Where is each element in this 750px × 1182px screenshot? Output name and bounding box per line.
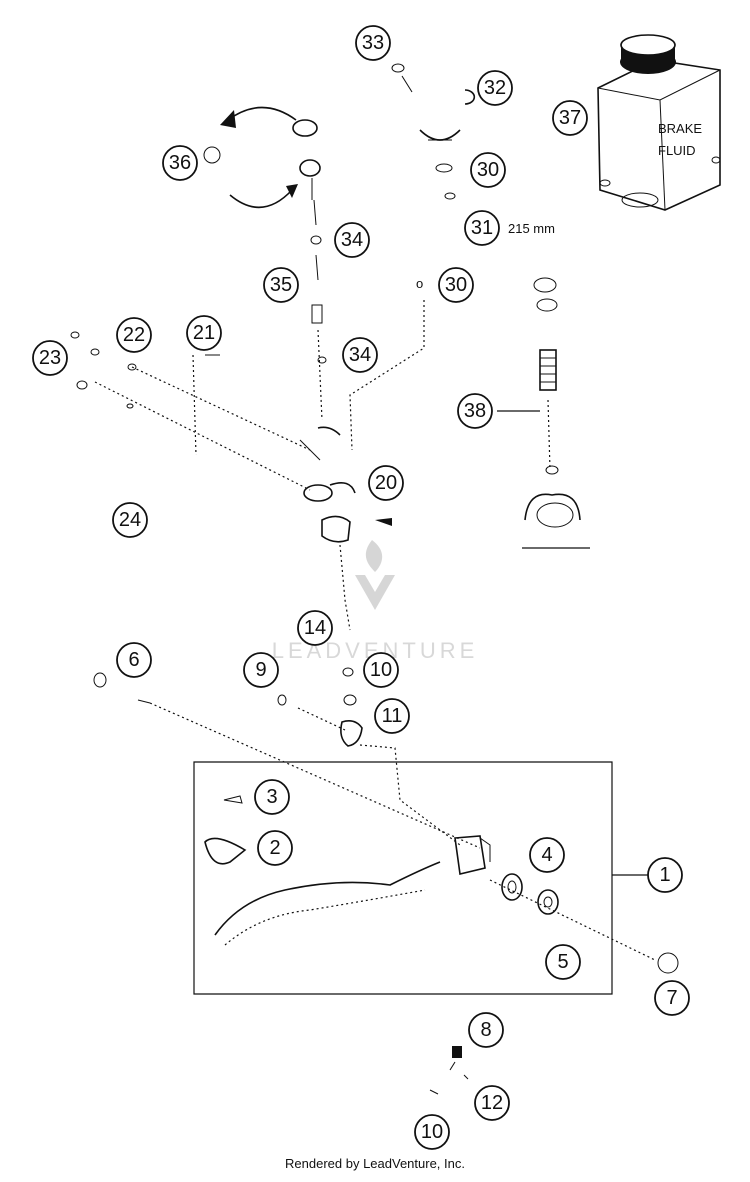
callout-22: 22 [116,317,152,353]
svg-text:31: 31 [471,217,493,239]
upper-hose: o [299,199,425,461]
svg-text:4: 4 [541,844,552,866]
callout-36: 36 [162,145,198,181]
reservoir-label-2: FLUID [658,143,696,158]
callout-8: 8 [468,1012,504,1048]
reservoir-label-1: BRAKE [658,121,702,136]
callout-7: 7 [654,980,690,1016]
svg-text:20: 20 [375,472,397,494]
kit-frame [193,761,648,995]
callout-35: 35 [263,267,299,303]
callout-31: 31 [464,210,500,246]
svg-text:30: 30 [477,159,499,181]
svg-text:1: 1 [659,864,670,886]
svg-text:12: 12 [481,1092,503,1114]
svg-text:8: 8 [480,1019,491,1041]
bottom-hardware [429,1046,469,1095]
callout-14: 14 [297,610,333,646]
svg-text:34: 34 [349,344,371,366]
svg-text:30: 30 [445,274,467,296]
callout-24: 24 [112,502,148,538]
svg-text:34: 34 [341,229,363,251]
callout-10: 10 [414,1114,450,1150]
callout-30: 30 [470,152,506,188]
callout-21: 21 [186,315,222,351]
callout-6: 6 [116,642,152,678]
callout-9: 9 [243,652,279,688]
seals [501,873,679,974]
svg-text:33: 33 [362,32,384,54]
callout-32: 32 [477,70,513,106]
svg-text:7: 7 [666,987,677,1009]
callout-34: 34 [342,337,378,373]
callout-33: 33 [355,25,391,61]
callout-12: 12 [474,1085,510,1121]
svg-text:6: 6 [128,649,139,671]
svg-text:36: 36 [169,152,191,174]
svg-text:9: 9 [255,659,266,681]
hose-fittings [277,667,461,846]
watermark-logo: LEADVENTURE [272,540,474,663]
svg-text:32: 32 [484,77,506,99]
svg-text:35: 35 [270,274,292,296]
callout-30: 30 [438,267,474,303]
callout-37: 37 [552,100,588,136]
footer-credit: Rendered by LeadVenture, Inc. [285,1156,465,1171]
callout-5: 5 [545,944,581,980]
svg-text:11: 11 [382,705,403,727]
master-cylinder [204,795,656,961]
svg-text:23: 23 [39,347,61,369]
callout-23: 23 [32,340,68,376]
callout-34: 34 [334,222,370,258]
svg-text:38: 38 [464,400,486,422]
svg-text:10: 10 [421,1121,443,1143]
caliper-fitting [303,482,392,631]
svg-text:21: 21 [193,322,215,344]
banjo-bolts [70,331,311,491]
brake-pad-pin [497,277,590,549]
reservoir-cap-parts: 215 mm [391,63,555,236]
svg-text:22: 22 [123,324,145,346]
svg-text:37: 37 [559,107,581,129]
callout-2: 2 [257,830,293,866]
brake-fluid-reservoir: BRAKE FLUID [597,34,721,211]
callout-11: 11 [374,698,410,734]
svg-text:24: 24 [119,509,141,531]
callout-10: 10 [363,652,399,688]
svg-text:o: o [416,276,423,291]
callout-20: 20 [368,465,404,501]
callout-1: 1 [647,857,683,893]
svg-text:14: 14 [304,617,326,639]
long-bolt [93,672,481,849]
svg-text:10: 10 [370,659,392,681]
callout-38: 38 [457,393,493,429]
length-measurement: 215 mm [508,221,555,236]
svg-text:5: 5 [557,951,568,973]
banjo-rotation-group [203,106,321,209]
svg-text:2: 2 [269,837,280,859]
svg-text:3: 3 [266,786,277,808]
callout-4: 4 [529,837,565,873]
callout-3: 3 [254,779,290,815]
